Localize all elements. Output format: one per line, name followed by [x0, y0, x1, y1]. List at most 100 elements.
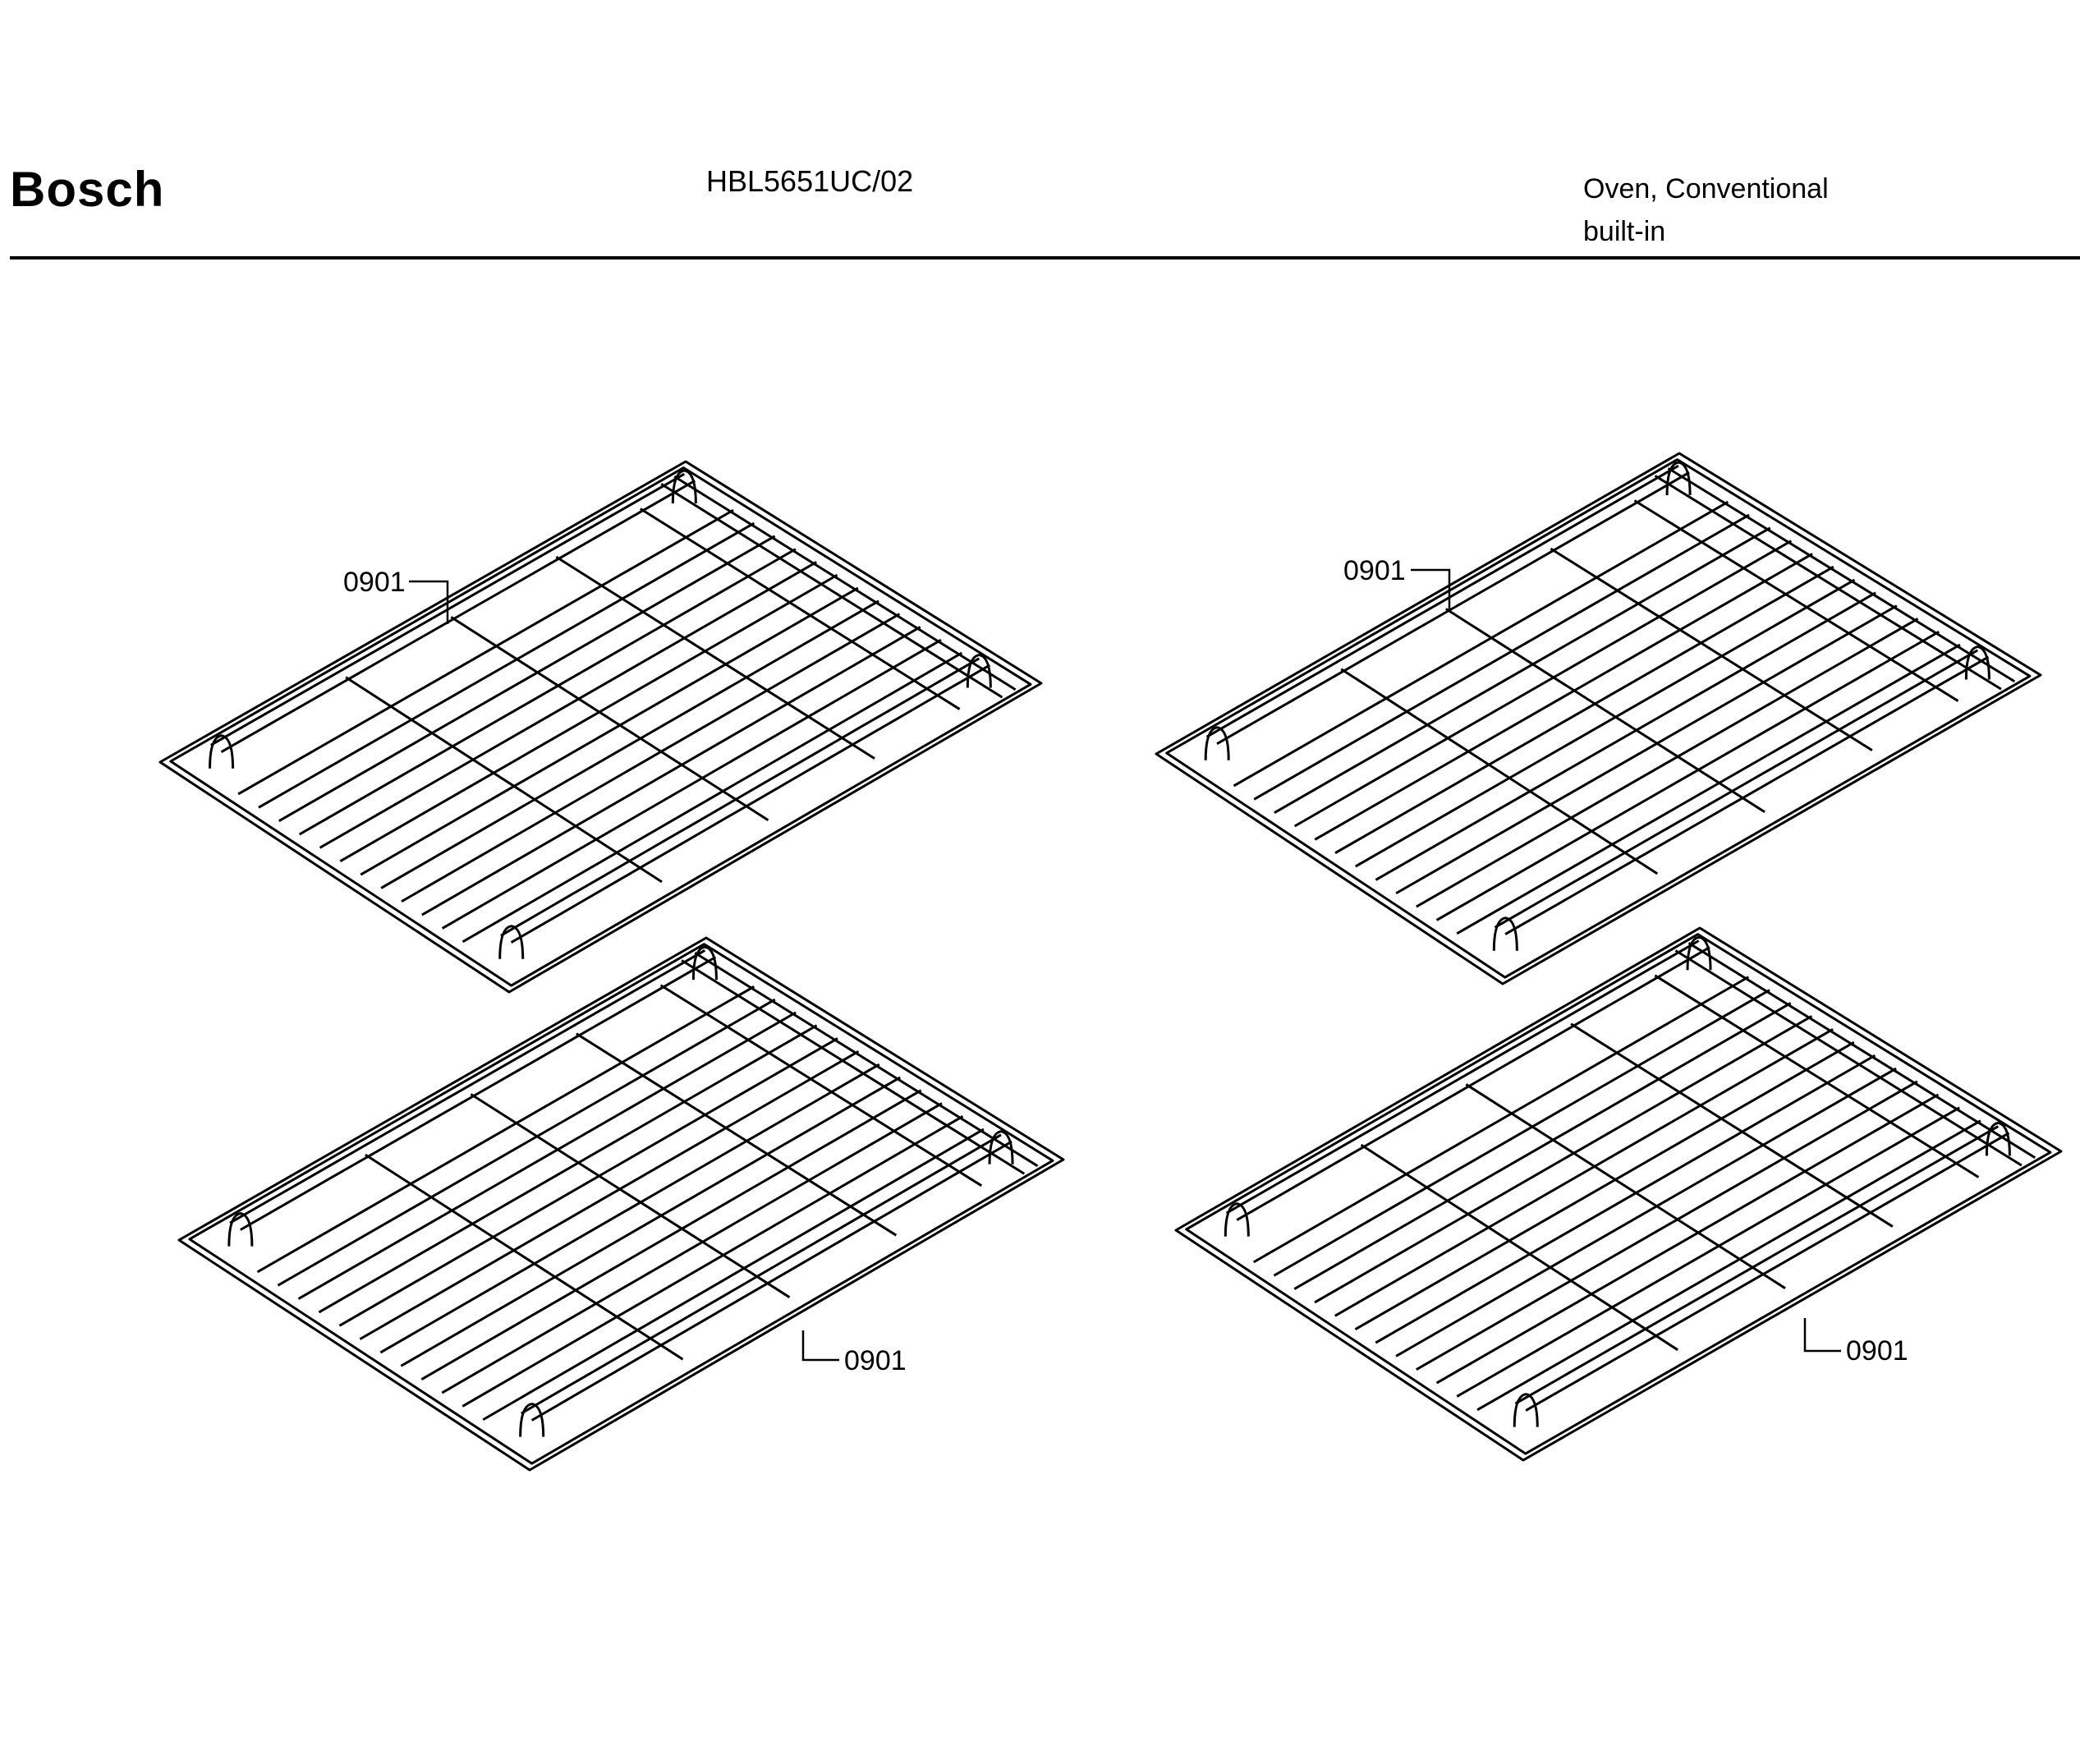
rack-cross-rod	[319, 561, 817, 849]
rack-side-rail	[229, 949, 706, 1224]
rack-cross-rod	[1253, 513, 1750, 801]
rack-front-wire	[660, 483, 1003, 699]
rack-stop-bump	[1513, 1393, 1539, 1427]
rack-front-wire	[673, 475, 1017, 691]
rack-frame-wire	[1165, 458, 2032, 979]
callout-leader-line	[409, 580, 449, 624]
rack-side-rail	[1494, 649, 1979, 929]
rack-side-rail	[500, 657, 980, 937]
rack-cross-rod	[278, 535, 776, 822]
rack-cross-rod	[1233, 500, 1729, 788]
rack-side-rail	[530, 1140, 1012, 1422]
callout-leader-line	[1411, 568, 1451, 609]
rack-cross-rod	[1314, 1015, 1813, 1304]
rack-cross-rod	[421, 626, 921, 916]
rack-frame-wire	[177, 936, 1065, 1472]
rack-cross-rod	[1354, 1040, 1855, 1330]
part-number-label: 0901	[1343, 555, 1406, 586]
rack-support-wire	[659, 984, 983, 1187]
rack-support-wire	[640, 508, 961, 710]
rack-front-wire	[681, 959, 1026, 1175]
rack-cross-rod	[1456, 1106, 1960, 1398]
rack-side-rail	[1216, 471, 1690, 745]
rack-support-wire	[1570, 1022, 1894, 1228]
rack-cross-rod	[482, 1128, 985, 1422]
header-rule	[10, 256, 2080, 260]
rack-cross-rod	[1456, 643, 1961, 935]
rack-side-rail	[240, 956, 717, 1231]
rack-cross-rod	[1416, 1080, 1918, 1371]
rack-support-wire	[470, 1093, 791, 1298]
rack-cross-rod	[359, 1050, 860, 1340]
rack-cross-rod	[1435, 630, 1940, 921]
rack-side-rail	[1205, 464, 1679, 738]
brand-name: Bosch	[10, 162, 165, 217]
rack-support-wire	[365, 1153, 684, 1361]
rack-support-wire	[1550, 547, 1873, 751]
rack-cross-rod	[461, 651, 963, 944]
rack-frame-wire	[1174, 926, 2063, 1462]
rack-cross-rod	[339, 573, 838, 862]
rack-stop-bump	[519, 1403, 545, 1437]
rack-side-rail	[1225, 939, 1700, 1215]
part-number-label: 0901	[343, 567, 406, 598]
rack-cross-rod	[277, 998, 776, 1287]
rack-cross-rod	[297, 1011, 797, 1300]
part-number-label: 0901	[844, 1345, 907, 1376]
rack-cross-rod	[237, 508, 734, 796]
oven-rack-1	[158, 460, 1043, 994]
rack-cross-rod	[1395, 1067, 1897, 1357]
rack-stop-bump	[1204, 726, 1230, 760]
product-type-line2: built-in	[1583, 216, 1666, 247]
rack-cross-rod	[1334, 1027, 1834, 1317]
rack-cross-rod	[461, 1115, 964, 1408]
rack-stop-bump	[1492, 916, 1518, 951]
callout-leader-line	[1803, 1318, 1841, 1353]
rack-frame-wire	[1155, 452, 2042, 985]
callout-1: 0901	[343, 567, 449, 624]
rack-front-wire	[1667, 466, 2016, 683]
rack-frame-wire	[169, 466, 1032, 987]
rack-cross-rod	[420, 1089, 922, 1380]
oven-rack-4	[1174, 926, 2063, 1462]
rack-stop-bump	[671, 469, 697, 503]
rack-front-wire	[1674, 949, 2023, 1167]
rack-stop-bump	[209, 734, 235, 769]
rack-cross-rod	[1375, 1054, 1876, 1344]
oven-racks	[158, 452, 2063, 1472]
rack-cross-rod	[1375, 591, 1876, 881]
rack-cross-rod	[1354, 578, 1856, 868]
rack-cross-rod	[258, 521, 755, 809]
rack-cross-rod	[1395, 604, 1898, 895]
rack-cross-rod	[1293, 540, 1793, 828]
rack-cross-rod	[1476, 1119, 1981, 1412]
rack-frame-wire	[158, 460, 1043, 994]
oven-rack-2	[1155, 452, 2042, 985]
rack-cross-rod	[298, 548, 797, 836]
rack-cross-rod	[1273, 989, 1770, 1277]
oven-rack-3	[177, 936, 1065, 1472]
rack-cross-rod	[318, 1024, 818, 1314]
callout-2: 0901	[1343, 555, 1451, 609]
rack-stop-bump	[498, 925, 525, 959]
callout-leader-line	[801, 1330, 839, 1362]
rack-support-wire	[555, 555, 875, 760]
rack-support-wire	[1445, 608, 1765, 814]
rack-cross-rod	[400, 1076, 901, 1367]
rack-stop-bump	[1224, 1202, 1250, 1237]
rack-cross-rod	[441, 1102, 943, 1394]
rack-support-wire	[1465, 1083, 1786, 1289]
rack-cross-rod	[1274, 526, 1771, 814]
rack-cross-rod	[360, 586, 859, 876]
rack-support-wire	[345, 676, 663, 884]
callout-3: 0901	[801, 1330, 907, 1376]
rack-support-wire	[1654, 974, 1980, 1178]
rack-side-rail	[1514, 1125, 2000, 1405]
rack-side-rail	[521, 1133, 1002, 1415]
rack-frame-wire	[1185, 933, 2052, 1455]
rack-side-rail	[220, 479, 696, 754]
rack-cross-rod	[1334, 565, 1834, 854]
rack-side-rail	[1525, 1132, 2010, 1412]
